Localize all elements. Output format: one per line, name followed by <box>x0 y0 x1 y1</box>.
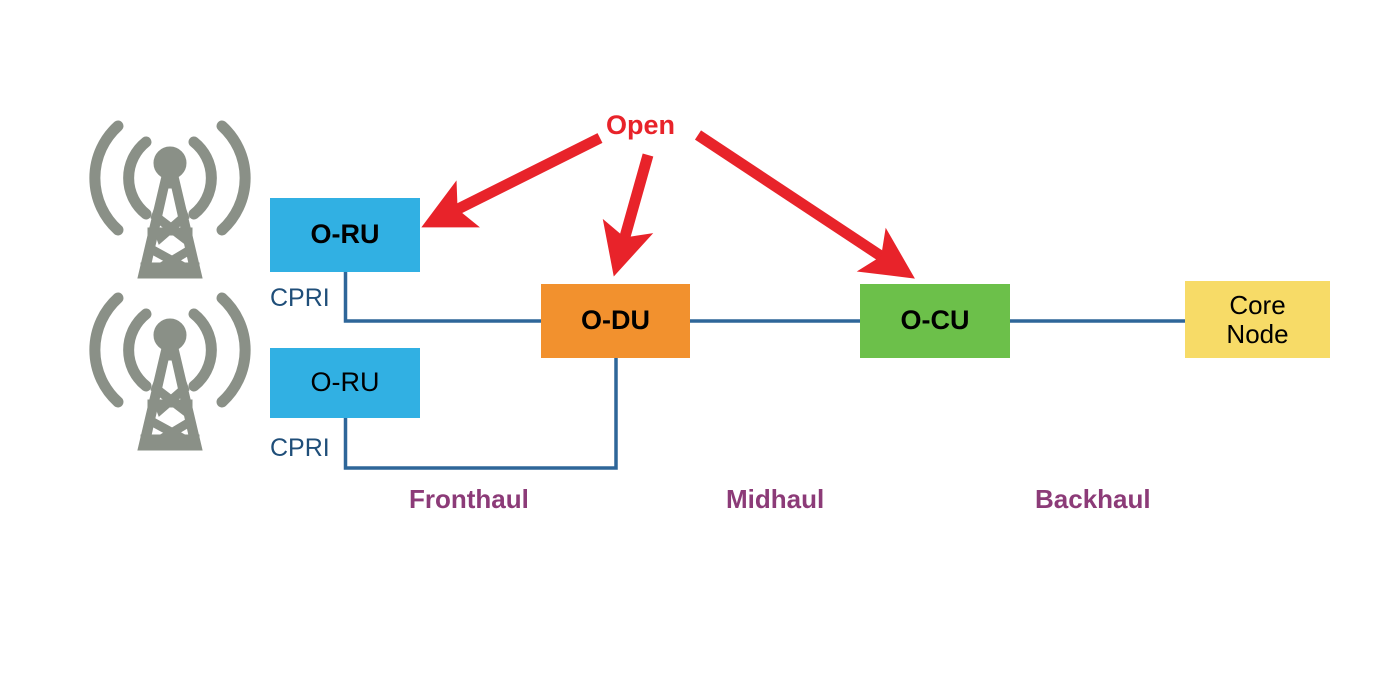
link-oru-bottom-to-odu <box>343 358 618 470</box>
open-annotation-label: Open <box>606 110 676 140</box>
node-label: O-CU <box>900 305 970 336</box>
node-label: O-DU <box>581 305 650 336</box>
connection-lines <box>343 272 1185 470</box>
node-label-line2: Node <box>1226 318 1289 349</box>
node-core-node[interactable]: Core Node <box>1185 281 1330 358</box>
open-arrow-to-odu <box>602 153 654 277</box>
open-arrow-to-ocu <box>694 130 915 279</box>
cell-tower-icon <box>95 298 245 450</box>
label-cpri-top: CPRI <box>270 284 330 312</box>
node-ocu[interactable]: O-CU <box>860 284 1010 358</box>
open-arrows <box>421 130 915 279</box>
open-arrow-to-oru <box>421 133 603 228</box>
node-oru-bottom[interactable]: O-RU <box>270 348 420 418</box>
node-label: O-RU <box>310 367 380 398</box>
node-odu[interactable]: O-DU <box>541 284 690 358</box>
node-label-line1: Core <box>1229 290 1286 321</box>
label-fronthaul: Fronthaul <box>409 484 529 514</box>
node-label: O-RU <box>310 219 380 250</box>
node-oru-top[interactable]: O-RU <box>270 198 420 272</box>
cell-tower-icon <box>95 126 245 278</box>
label-cpri-bottom: CPRI <box>270 434 330 462</box>
label-midhaul: Midhaul <box>726 484 825 514</box>
link-oru-top-to-odu <box>343 272 541 323</box>
label-backhaul: Backhaul <box>1035 484 1151 514</box>
